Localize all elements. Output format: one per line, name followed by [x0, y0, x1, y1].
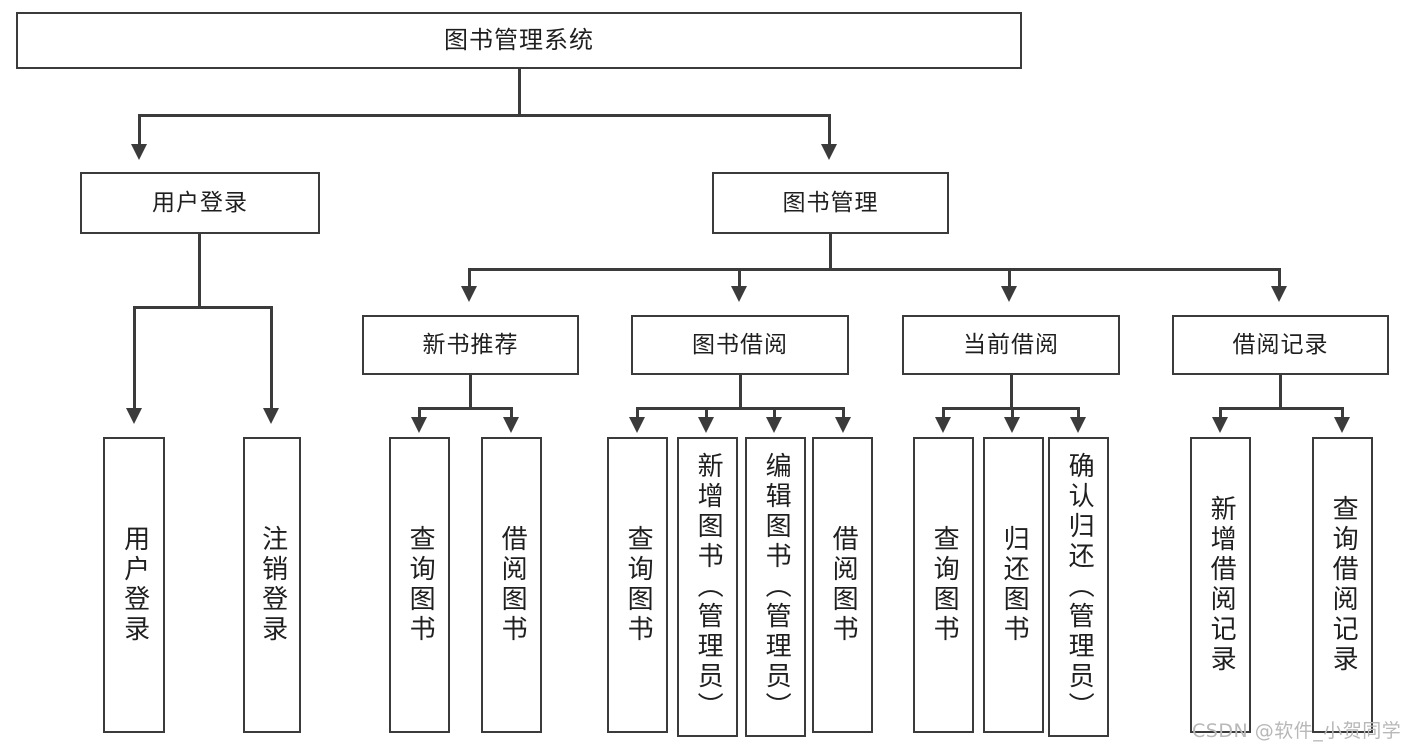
connector-user-login-stem: [198, 234, 201, 308]
node-leaf-user-logout[interactable]: 注销登录: [243, 437, 301, 733]
connector-root-bus: [138, 114, 830, 117]
connector-new-book-rec-to-leaf2: [510, 407, 513, 419]
node-leaf-query-book-rec[interactable]: 查询图书: [389, 437, 450, 733]
arrow-book-manage-to-current-borrow: [1001, 286, 1017, 302]
node-leaf-query-book-label: 查询图书: [623, 525, 654, 645]
node-leaf-user-login[interactable]: 用户登录: [103, 437, 165, 733]
node-user-login[interactable]: 用户登录: [80, 172, 320, 234]
node-book-manage[interactable]: 图书管理: [712, 172, 949, 234]
connector-book-manage-to-new-book-rec: [468, 268, 471, 288]
node-new-book-rec[interactable]: 新书推荐: [362, 315, 579, 375]
arrow-new-book-rec-to-leaf1: [411, 417, 427, 433]
node-leaf-edit-book-admin-label: 编辑图书（管理员）: [761, 452, 792, 722]
arrow-current-borrow-to-leaf2: [1004, 417, 1020, 433]
connector-book-manage-to-current-borrow: [1008, 268, 1011, 288]
connector-book-borrow-bus: [636, 407, 844, 410]
node-leaf-borrow-book-rec[interactable]: 借阅图书: [481, 437, 542, 733]
node-leaf-add-book-admin[interactable]: 新增图书（管理员）: [677, 437, 738, 737]
node-borrow-record[interactable]: 借阅记录: [1172, 315, 1389, 375]
node-leaf-add-borrow-record-label: 新增借阅记录: [1206, 495, 1237, 675]
arrow-book-borrow-to-leaf3: [766, 417, 782, 433]
connector-book-borrow-to-leaf2: [705, 407, 708, 419]
connector-user-login-bus: [133, 306, 272, 309]
node-root[interactable]: 图书管理系统: [16, 12, 1022, 69]
node-leaf-return-book[interactable]: 归还图书: [983, 437, 1044, 733]
connector-book-manage-to-book-borrow: [738, 268, 741, 288]
connector-current-borrow-bus: [942, 407, 1079, 410]
node-leaf-return-book-label: 归还图书: [999, 525, 1030, 645]
node-current-borrow[interactable]: 当前借阅: [902, 315, 1120, 375]
arrow-current-borrow-to-leaf1: [935, 417, 951, 433]
node-book-manage-label: 图书管理: [782, 189, 879, 216]
arrow-new-book-rec-to-leaf2: [503, 417, 519, 433]
connector-book-manage-to-borrow-record: [1278, 268, 1281, 288]
arrow-book-manage-to-book-borrow: [731, 286, 747, 302]
connector-book-borrow-to-leaf3: [773, 407, 776, 419]
node-leaf-query-book-cur[interactable]: 查询图书: [913, 437, 974, 733]
node-leaf-query-book[interactable]: 查询图书: [607, 437, 668, 733]
connector-borrow-record-to-leaf1: [1219, 407, 1222, 419]
node-leaf-edit-book-admin[interactable]: 编辑图书（管理员）: [745, 437, 806, 737]
node-borrow-record-label: 借阅记录: [1232, 331, 1329, 358]
connector-borrow-record-to-leaf2: [1341, 407, 1344, 419]
connector-borrow-record-bus: [1219, 407, 1343, 410]
connector-root-stem: [518, 69, 521, 115]
node-new-book-rec-label: 新书推荐: [422, 331, 519, 358]
connector-book-borrow-to-leaf4: [842, 407, 845, 419]
node-user-login-label: 用户登录: [152, 189, 248, 216]
connector-current-borrow-to-leaf2: [1011, 407, 1014, 419]
node-leaf-query-book-rec-label: 查询图书: [405, 525, 436, 645]
arrow-user-login-to-leaf1: [126, 408, 142, 424]
connector-book-manage-stem: [829, 234, 832, 270]
connector-book-borrow-stem: [739, 375, 742, 409]
node-leaf-add-book-admin-label: 新增图书（管理员）: [693, 452, 724, 722]
connector-root-to-book-manage: [828, 114, 831, 146]
connector-new-book-rec-bus: [418, 407, 512, 410]
arrow-root-to-book-manage: [821, 144, 837, 160]
arrow-borrow-record-to-leaf2: [1334, 417, 1350, 433]
connector-book-borrow-to-leaf1: [636, 407, 639, 419]
connector-current-borrow-stem: [1010, 375, 1013, 409]
arrow-book-manage-to-new-book-rec: [461, 286, 477, 302]
node-leaf-user-login-label: 用户登录: [119, 525, 150, 645]
arrow-current-borrow-to-leaf3: [1070, 417, 1086, 433]
node-leaf-borrow-book-label: 借阅图书: [828, 525, 859, 645]
connector-root-to-user-login: [138, 114, 141, 146]
node-leaf-query-book-cur-label: 查询图书: [929, 525, 960, 645]
node-leaf-query-borrow-record-label: 查询借阅记录: [1328, 495, 1359, 675]
node-leaf-borrow-book[interactable]: 借阅图书: [812, 437, 873, 733]
arrow-book-borrow-to-leaf1: [629, 417, 645, 433]
connector-new-book-rec-stem: [469, 375, 472, 409]
arrow-book-manage-to-borrow-record: [1271, 286, 1287, 302]
connector-book-manage-bus: [468, 268, 1280, 271]
connector-current-borrow-to-leaf1: [942, 407, 945, 419]
arrow-book-borrow-to-leaf2: [698, 417, 714, 433]
arrow-borrow-record-to-leaf1: [1212, 417, 1228, 433]
connector-user-login-to-leaf2: [270, 306, 273, 410]
node-book-borrow-label: 图书借阅: [692, 331, 788, 358]
connector-borrow-record-stem: [1279, 375, 1282, 409]
arrow-root-to-user-login: [131, 144, 147, 160]
node-root-label: 图书管理系统: [444, 25, 594, 54]
connector-current-borrow-to-leaf3: [1077, 407, 1080, 419]
connector-user-login-to-leaf1: [133, 306, 136, 410]
node-leaf-borrow-book-rec-label: 借阅图书: [497, 525, 528, 645]
connector-new-book-rec-to-leaf1: [418, 407, 421, 419]
node-leaf-query-borrow-record[interactable]: 查询借阅记录: [1312, 437, 1373, 733]
node-book-borrow[interactable]: 图书借阅: [631, 315, 849, 375]
node-leaf-confirm-return-label: 确认归还（管理员）: [1064, 452, 1095, 722]
node-leaf-user-logout-label: 注销登录: [257, 525, 288, 645]
node-leaf-confirm-return[interactable]: 确认归还（管理员）: [1048, 437, 1109, 737]
arrow-user-login-to-leaf2: [263, 408, 279, 424]
node-leaf-add-borrow-record[interactable]: 新增借阅记录: [1190, 437, 1251, 733]
arrow-book-borrow-to-leaf4: [835, 417, 851, 433]
node-current-borrow-label: 当前借阅: [963, 331, 1059, 358]
